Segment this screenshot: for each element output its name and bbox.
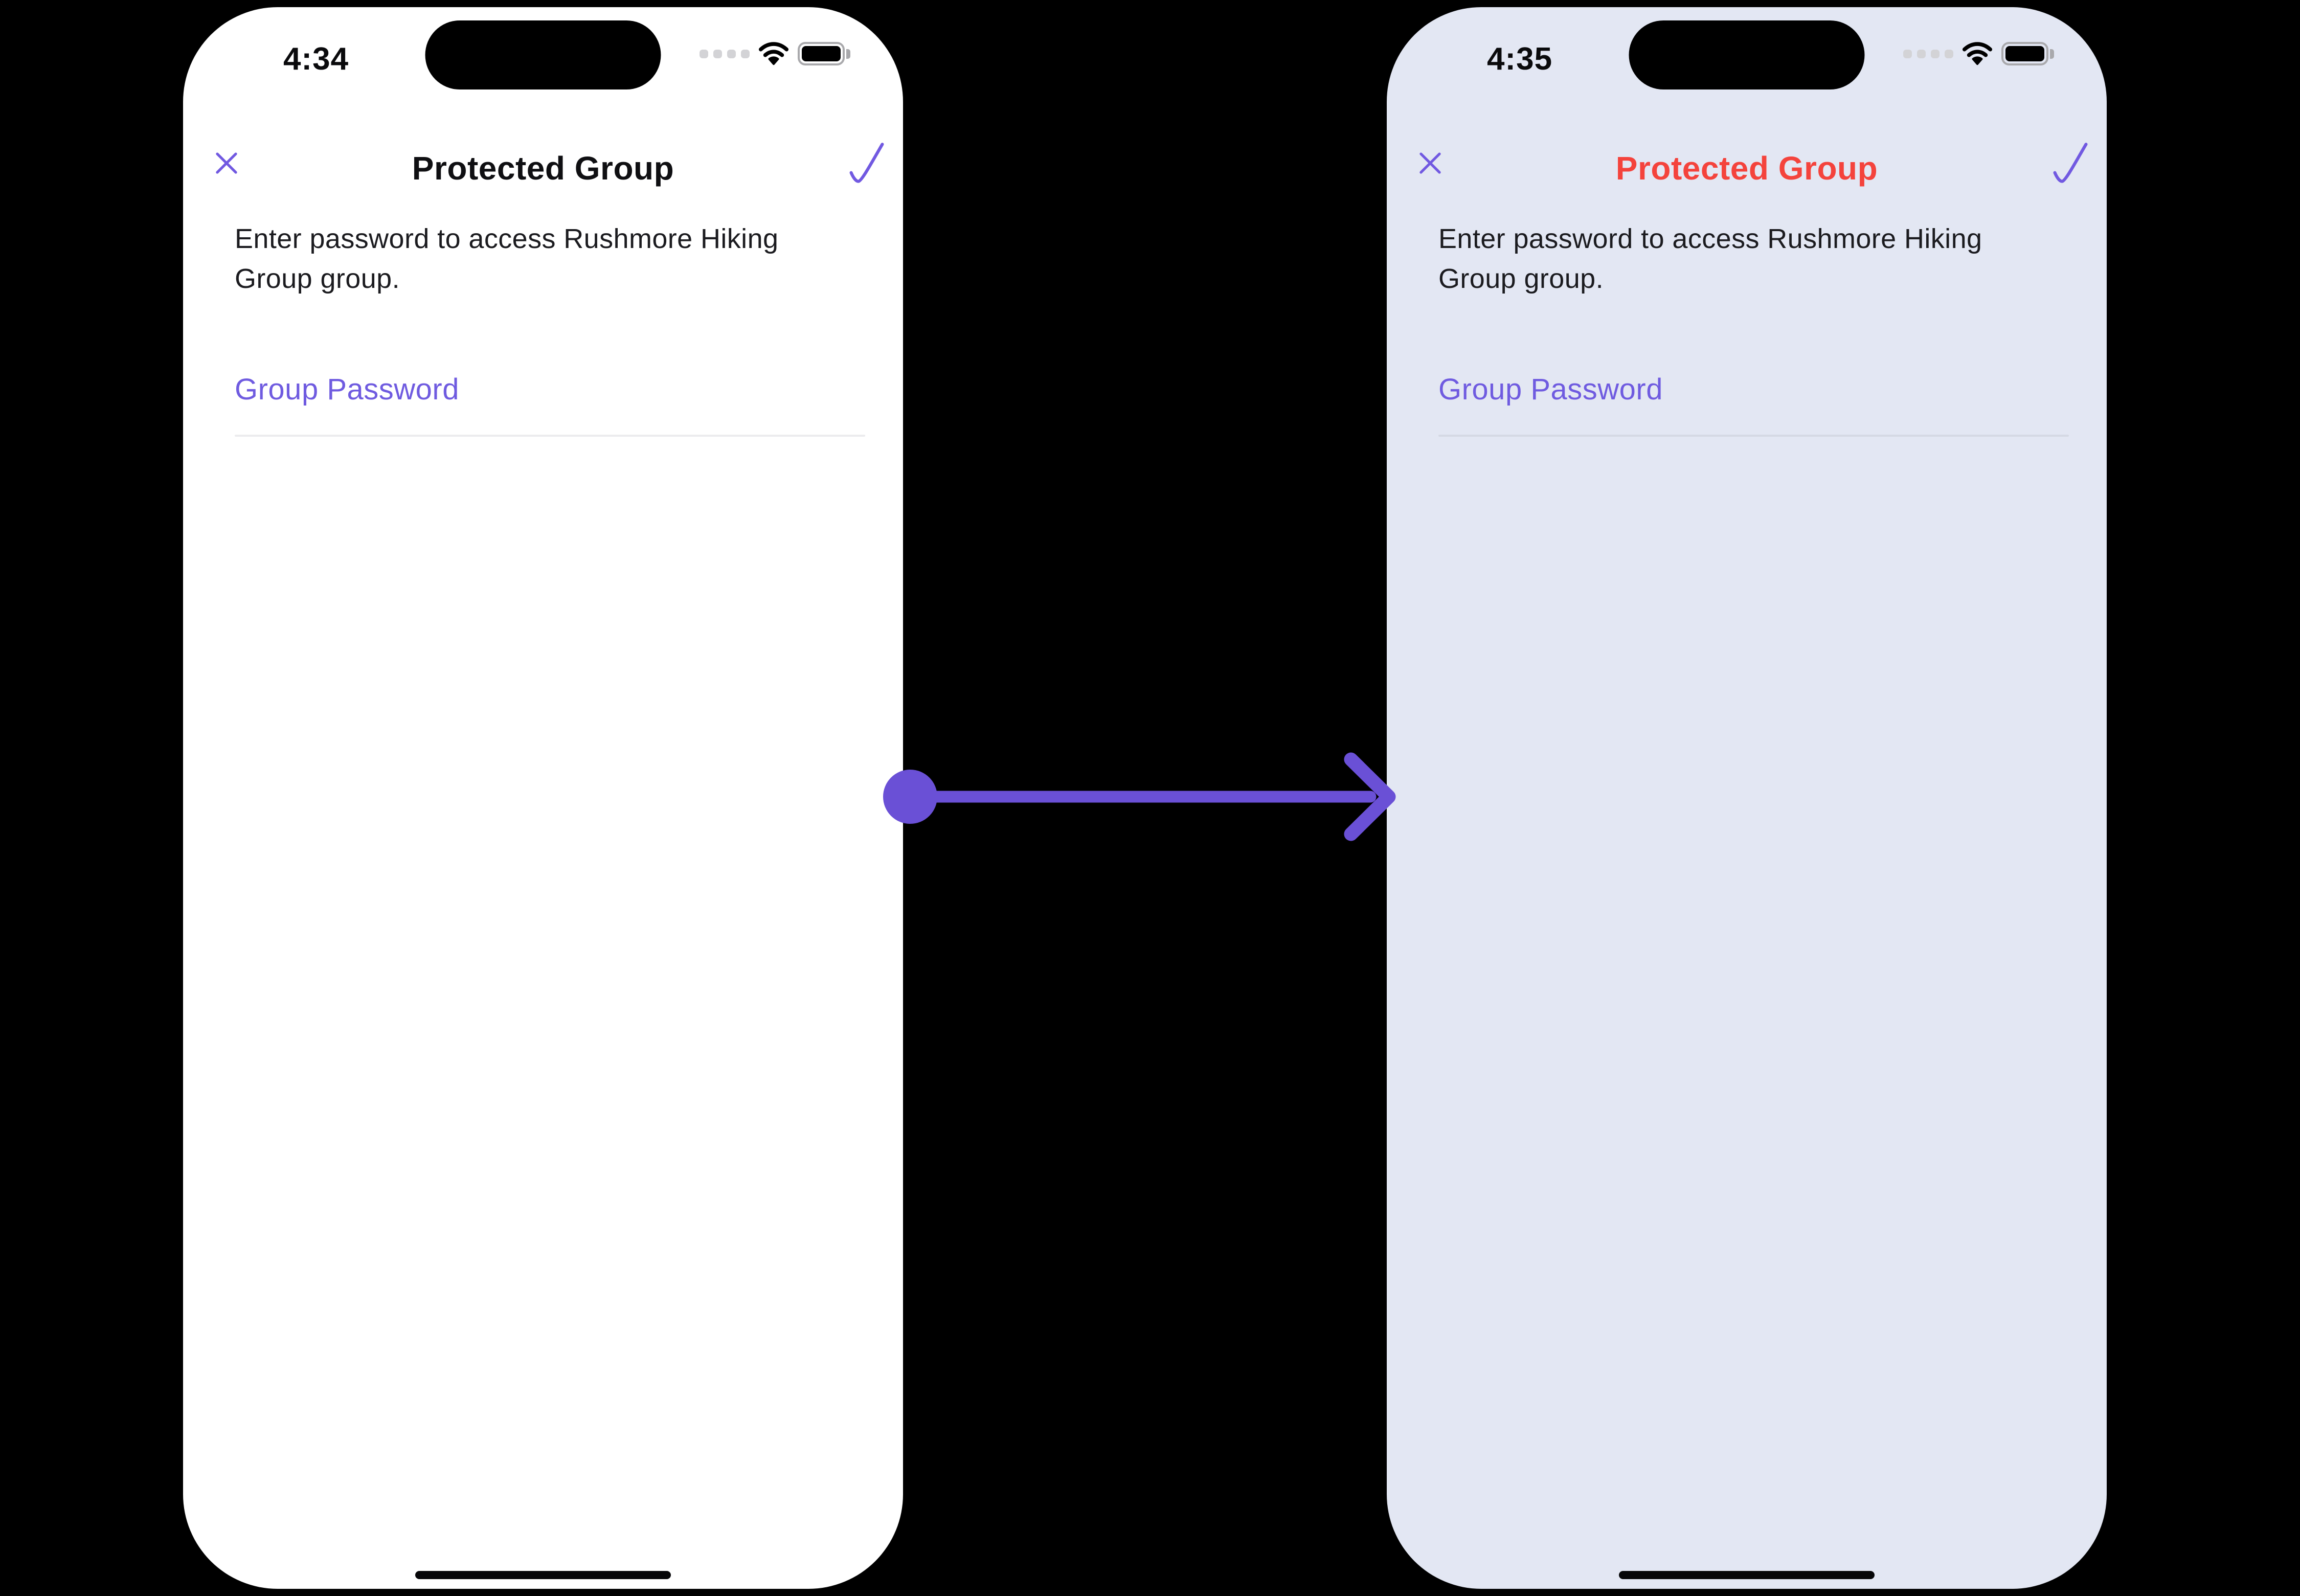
page-title: Protected Group	[412, 150, 674, 187]
dynamic-island-icon	[425, 20, 661, 89]
confirm-button[interactable]	[845, 136, 889, 189]
check-icon	[849, 143, 884, 183]
close-icon	[216, 152, 237, 174]
group-password-input[interactable]: Group Password	[235, 365, 865, 437]
close-button[interactable]	[1414, 147, 1446, 179]
input-underline	[1438, 435, 2069, 437]
group-password-input[interactable]: Group Password	[1438, 365, 2069, 437]
wifi-icon	[758, 42, 789, 65]
home-indicator-handle[interactable]	[1619, 1571, 1875, 1579]
status-time: 4:34	[283, 41, 349, 77]
description-text: Enter password to access Rushmore Hiking…	[1438, 223, 1982, 294]
status-icons	[1903, 40, 2054, 68]
group-password-label: Group Password	[1438, 373, 1663, 406]
status-time: 4:35	[1486, 41, 1553, 77]
description-text: Enter password to access Rushmore Hiking…	[235, 223, 779, 294]
app-header: Protected Group	[1387, 136, 2107, 197]
input-underline	[235, 435, 865, 437]
dynamic-island-icon	[1629, 20, 1865, 89]
cellular-dots-icon	[700, 49, 750, 58]
battery-icon	[2001, 42, 2054, 65]
close-icon	[1419, 152, 1441, 174]
page-title: Protected Group	[1615, 150, 1878, 187]
home-indicator-handle[interactable]	[415, 1571, 671, 1579]
phone-before: 4:34 Protected Group	[183, 7, 903, 1589]
cellular-dots-icon	[1903, 49, 1953, 58]
check-icon	[2053, 143, 2088, 183]
transition-arrow-icon	[883, 752, 1396, 841]
status-icons	[700, 40, 850, 68]
phone-after: 4:35 Protected Group	[1387, 7, 2107, 1589]
group-password-label: Group Password	[235, 373, 459, 406]
battery-icon	[798, 42, 850, 65]
wifi-icon	[1962, 42, 1993, 65]
close-button[interactable]	[211, 147, 242, 179]
app-header: Protected Group	[183, 136, 903, 197]
confirm-button[interactable]	[2048, 136, 2092, 189]
